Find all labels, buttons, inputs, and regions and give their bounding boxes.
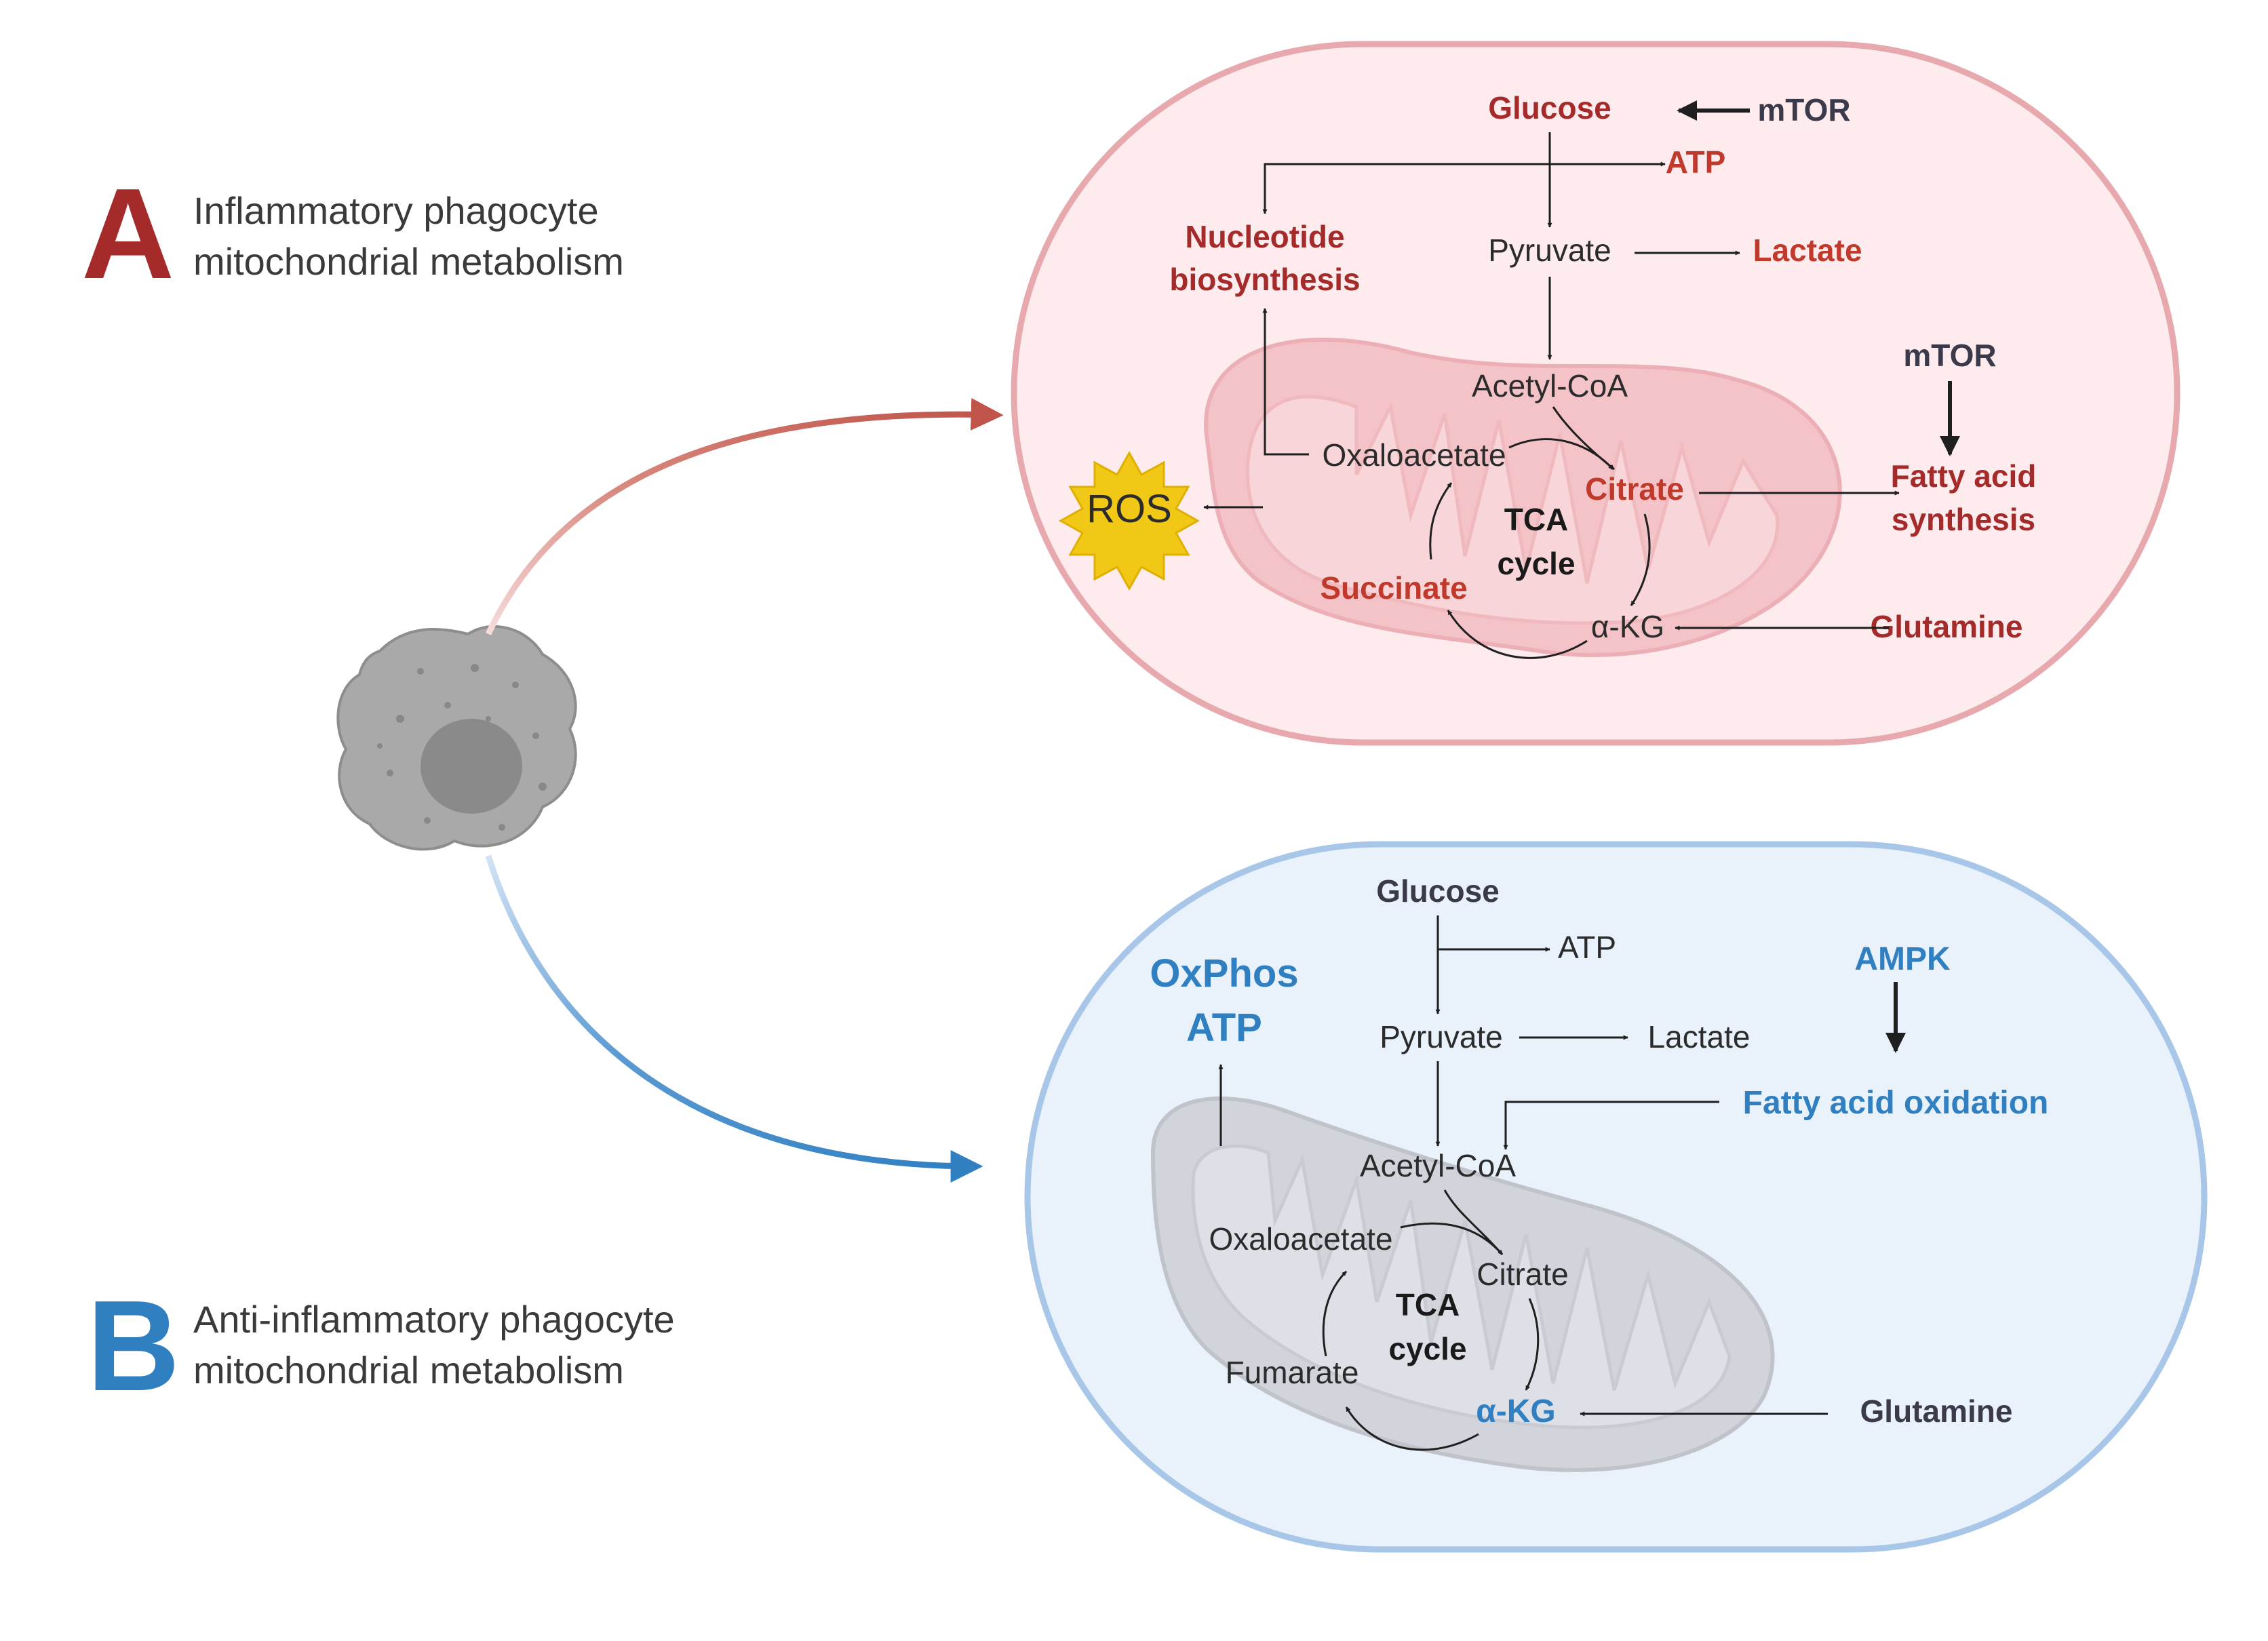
a-tca-line2: cycle bbox=[1497, 546, 1575, 581]
a-mtor-top: mTOR bbox=[1757, 92, 1850, 127]
b-tca-line2: cycle bbox=[1388, 1331, 1466, 1366]
mitochondrion-icon bbox=[1204, 337, 1842, 657]
ros-burst-icon: ROS bbox=[1058, 450, 1200, 591]
panel-a-letter: A bbox=[81, 162, 174, 306]
arrow-to-inflammatory bbox=[485, 397, 1004, 635]
a-tca-line1: TCA bbox=[1504, 502, 1569, 537]
b-glucose: Glucose bbox=[1376, 873, 1500, 909]
b-oxaloacetate: Oxaloacetate bbox=[1209, 1221, 1392, 1257]
panel-b-title-line2: mitochondrial metabolism bbox=[193, 1349, 624, 1391]
panel-a-title-line1: Inflammatory phagocyte bbox=[193, 189, 599, 232]
b-fumarate: Fumarate bbox=[1226, 1355, 1359, 1390]
b-pathway-arrows bbox=[1218, 915, 1906, 1451]
b-acetyl-coa: Acetyl-CoA bbox=[1360, 1148, 1516, 1183]
phagocyte-cell-icon bbox=[336, 625, 577, 851]
a-mtor-right: mTOR bbox=[1903, 338, 1996, 373]
panel-a-title-line2: mitochondrial metabolism bbox=[193, 240, 624, 283]
panel-b-title-line1: Anti-inflammatory phagocyte bbox=[193, 1298, 675, 1341]
a-akg: α-KG bbox=[1591, 609, 1664, 644]
b-glutamine: Glutamine bbox=[1860, 1393, 2013, 1429]
b-pyruvate: Pyruvate bbox=[1380, 1019, 1503, 1054]
a-ros: ROS bbox=[1087, 487, 1172, 531]
mitochondrion-icon bbox=[1150, 1096, 1775, 1472]
b-tca-line1: TCA bbox=[1396, 1287, 1460, 1322]
b-lactate: Lactate bbox=[1648, 1019, 1751, 1054]
a-succinate: Succinate bbox=[1320, 570, 1467, 606]
panel-b-letter: B bbox=[87, 1274, 180, 1418]
b-ampk: AMPK bbox=[1854, 941, 1951, 977]
a-glucose: Glucose bbox=[1488, 90, 1611, 125]
a-pathway-arrows bbox=[1203, 100, 1960, 659]
a-oxaloacetate: Oxaloacetate bbox=[1322, 437, 1506, 473]
a-acetyl-coa: Acetyl-CoA bbox=[1472, 368, 1628, 403]
b-atp: ATP bbox=[1558, 930, 1616, 965]
a-nucleotide-line2: biosynthesis bbox=[1169, 262, 1360, 297]
b-citrate: Citrate bbox=[1477, 1257, 1568, 1292]
a-glutamine: Glutamine bbox=[1871, 609, 2023, 644]
b-fatty-acid-oxidation: Fatty acid oxidation bbox=[1743, 1085, 2049, 1121]
a-fatty-acid-line1: Fatty acid bbox=[1891, 458, 2037, 494]
a-nucleotide-line1: Nucleotide bbox=[1185, 219, 1344, 254]
b-oxphos-line2: ATP bbox=[1186, 1006, 1262, 1050]
a-citrate: Citrate bbox=[1585, 471, 1684, 507]
b-oxphos-line1: OxPhos bbox=[1150, 951, 1298, 995]
arrow-to-anti-inflammatory bbox=[485, 854, 983, 1183]
a-lactate: Lactate bbox=[1753, 233, 1862, 268]
a-atp: ATP bbox=[1666, 144, 1726, 180]
a-fatty-acid-line2: synthesis bbox=[1892, 502, 2035, 537]
a-pyruvate: Pyruvate bbox=[1488, 233, 1611, 268]
b-akg: α-KG bbox=[1476, 1393, 1556, 1429]
